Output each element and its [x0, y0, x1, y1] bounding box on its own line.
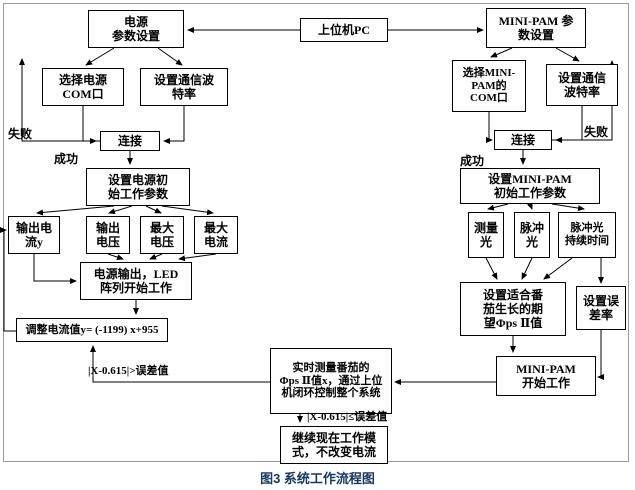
node-expected-phi: 设置适合番 茄生长的期 望Φps Ⅱ值 [460, 282, 566, 336]
node-pulse-light: 脉冲 光 [514, 212, 550, 258]
node-select-power-com: 选择电源 COM口 [42, 68, 124, 106]
label-feedback-lessequal: |X-0.615|≤误差值 [307, 411, 388, 423]
node-realtime-measure: 实时测量番茄的 Φps Ⅱ值x，通过上位 机闭环控制整个系统 [270, 348, 392, 414]
node-error-rate: 设置误 差率 [576, 286, 626, 330]
label-feedback-greater: |X-0.615|>误差值 [88, 365, 169, 377]
node-pam-start-work: MINI-PAM 开始工作 [496, 356, 596, 396]
node-measure-light: 测量 光 [468, 212, 504, 258]
node-output-voltage: 输出 电压 [86, 216, 130, 254]
node-connect-left: 连接 [100, 131, 160, 151]
node-power-settings: 电源 参数设置 [88, 10, 184, 48]
node-max-voltage: 最大 电压 [140, 216, 184, 254]
node-keep-mode: 继续现在工作模 式，不改变电流 [280, 426, 388, 464]
node-pulse-duration: 脉冲光 持续时间 [558, 212, 616, 258]
node-pam-init-params: 设置MINI-PAM 初始工作参数 [460, 168, 600, 204]
node-output-current: 输出电 流y [8, 216, 60, 254]
node-connect-right: 连接 [494, 130, 552, 150]
label-success-right: 成功 [460, 154, 485, 168]
figure-caption: 图3 系统工作流程图 [260, 471, 375, 486]
label-fail-right: 失败 [584, 125, 609, 139]
node-adjust-current-formula: 调整电流值y= (-1199) x+955 [16, 318, 168, 342]
label-fail-left: 失败 [8, 127, 33, 141]
node-led-array-start: 电源输出，LED 阵列开始工作 [80, 262, 192, 300]
node-max-current: 最大 电流 [194, 216, 238, 254]
node-pam-baud: 设置通信 波特率 [546, 64, 618, 106]
node-select-pam-com: 选择MINI- PAM的 COM口 [452, 60, 526, 112]
node-power-baud: 设置通信波 特率 [140, 68, 228, 106]
node-pam-settings: MINI-PAM 参 数设置 [486, 8, 586, 48]
label-success-left: 成功 [54, 152, 79, 166]
node-power-init-params: 设置电源初 始工作参数 [86, 168, 190, 206]
node-host-pc: 上位机PC [300, 18, 388, 42]
